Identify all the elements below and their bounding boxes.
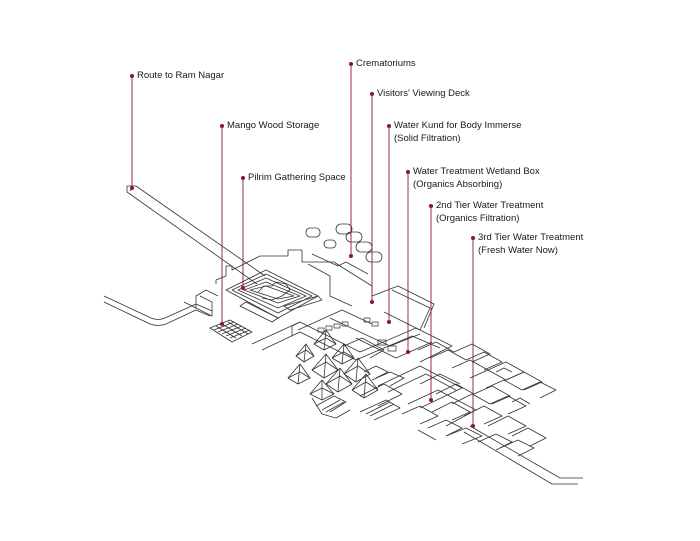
label-line: 2nd Tier Water Treatment bbox=[436, 200, 544, 211]
deck-network bbox=[251, 309, 477, 427]
treatment-fields bbox=[401, 341, 557, 457]
label-line: Route to Ram Nagar bbox=[137, 70, 225, 81]
label-line: (Organics Absorbing) bbox=[413, 178, 503, 190]
label-second-tier: 2nd Tier Water Treatment (Organics Filtr… bbox=[436, 200, 543, 225]
label-line: (Fresh Water Now) bbox=[478, 244, 558, 256]
label-wetland-box: Water Treatment Wetland Box (Organics Ab… bbox=[413, 166, 540, 191]
east-road bbox=[463, 425, 583, 485]
label-line: Water Treatment Wetland Box bbox=[413, 166, 540, 177]
label-pilgrim-gathering-space: Pilrim Gathering Space bbox=[248, 172, 346, 185]
west-road bbox=[103, 295, 213, 326]
pavilion-roofs bbox=[287, 329, 379, 419]
deck-blocks bbox=[317, 317, 397, 352]
label-line: Visitors' Viewing Deck bbox=[377, 88, 470, 99]
label-third-tier: 3rd Tier Water Treatment (Fresh Water No… bbox=[478, 232, 583, 257]
ghat-steps bbox=[315, 395, 401, 421]
wood-storage bbox=[183, 289, 253, 343]
route-path bbox=[126, 185, 266, 285]
label-line: Crematoriums bbox=[356, 58, 416, 69]
label-line: (Solid Filtration) bbox=[394, 132, 461, 144]
label-line: Pilrim Gathering Space bbox=[248, 172, 346, 183]
label-line: (Organics Filtration) bbox=[436, 212, 520, 224]
label-visitors-viewing-deck: Visitors' Viewing Deck bbox=[377, 88, 470, 101]
label-line: 3rd Tier Water Treatment bbox=[478, 232, 584, 243]
gathering-terraces bbox=[225, 269, 323, 323]
label-line: Water Kund for Body Immerse bbox=[394, 120, 522, 131]
label-water-kund: Water Kund for Body Immerse (Solid Filtr… bbox=[394, 120, 521, 145]
label-mango-wood-storage: Mango Wood Storage bbox=[227, 120, 319, 133]
label-route-to-ram-nagar: Route to Ram Nagar bbox=[137, 70, 224, 83]
label-line: Mango Wood Storage bbox=[227, 120, 320, 131]
label-crematoriums: Crematoriums bbox=[356, 58, 416, 71]
leader-lines bbox=[129, 61, 476, 429]
